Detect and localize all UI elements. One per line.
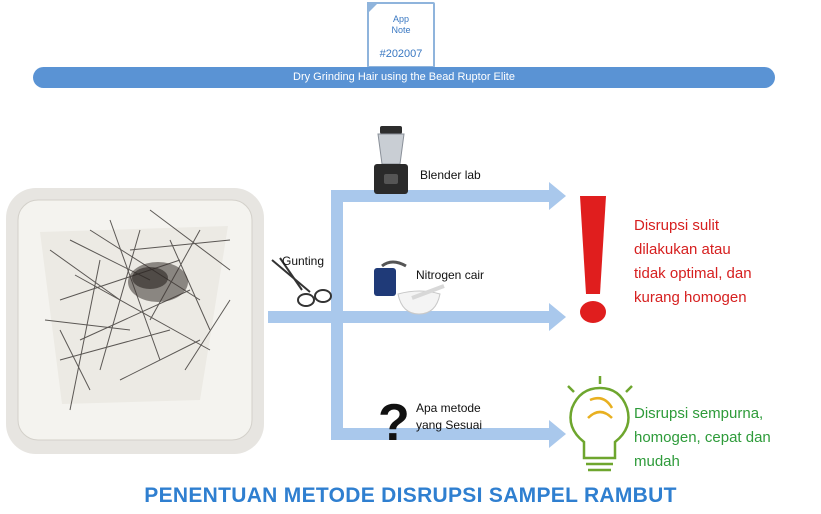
outcome-bad-text: Disrupsi sulit dilakukan atau tidak opti… [634, 214, 752, 310]
arrow-head-middle [549, 303, 566, 331]
outcome-good-line1: Disrupsi sempurna, [634, 402, 771, 426]
blender-icon [374, 126, 408, 194]
hair-tray-image [6, 188, 264, 454]
outcome-good-line3: mudah [634, 450, 771, 474]
question-mark-icon: ? [378, 394, 410, 452]
lightbulb-icon [568, 376, 632, 470]
outcome-bad-line4: kurang homogen [634, 286, 752, 310]
tool-label-scissors: Gunting [282, 254, 324, 268]
outcome-good-text: Disrupsi sempurna, homogen, cepat dan mu… [634, 402, 771, 474]
method-label-blender: Blender lab [420, 168, 481, 182]
outcome-bad-line1: Disrupsi sulit [634, 214, 752, 238]
exclamation-icon [580, 196, 606, 323]
arrow-head-top [549, 182, 566, 210]
method-label-unknown: Apa metode yang Sesuai [416, 400, 482, 434]
page-heading: PENENTUAN METODE DISRUPSI SAMPEL RAMBUT [0, 484, 821, 508]
arrow-head-bottom [549, 420, 566, 448]
outcome-bad-line2: dilakukan atau [634, 238, 752, 262]
method-label-nitrogen: Nitrogen cair [416, 268, 484, 282]
outcome-bad-line3: tidak optimal, dan [634, 262, 752, 286]
method-label-unknown-line1: Apa metode [416, 400, 482, 417]
outcome-good-line2: homogen, cepat dan [634, 426, 771, 450]
method-label-unknown-line2: yang Sesuai [416, 417, 482, 434]
